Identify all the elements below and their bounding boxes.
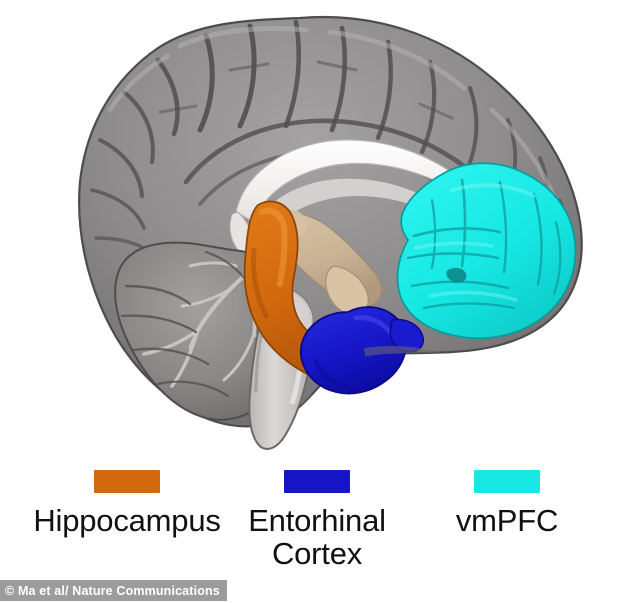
region-entorhinal-cortex [299,306,424,395]
brain-image-panel [78,15,583,450]
legend: Hippocampus Entorhinal Cortex vmPFC [0,470,634,580]
legend-item-vmpfc: vmPFC [412,470,602,537]
entorhinal-cortex-swatch [284,470,350,493]
legend-label-hippocampus: Hippocampus [33,503,221,538]
legend-label-entorhinal-cortex: Entorhinal Cortex [248,503,386,571]
hippocampus-swatch [94,470,160,493]
legend-label-vmpfc: vmPFC [455,503,559,538]
legend-item-entorhinal-cortex: Entorhinal Cortex [222,470,412,570]
legend-item-hippocampus: Hippocampus [32,470,222,537]
cortical-sulci [90,19,568,262]
vmpfc-swatch [474,470,540,493]
region-vmpfc [396,162,577,340]
copyright-credit: © Ma et al/ Nature Communications [0,580,227,601]
brain-sagittal-illustration [78,15,583,450]
copyright-credit-text: © Ma et al/ Nature Communications [5,583,220,598]
